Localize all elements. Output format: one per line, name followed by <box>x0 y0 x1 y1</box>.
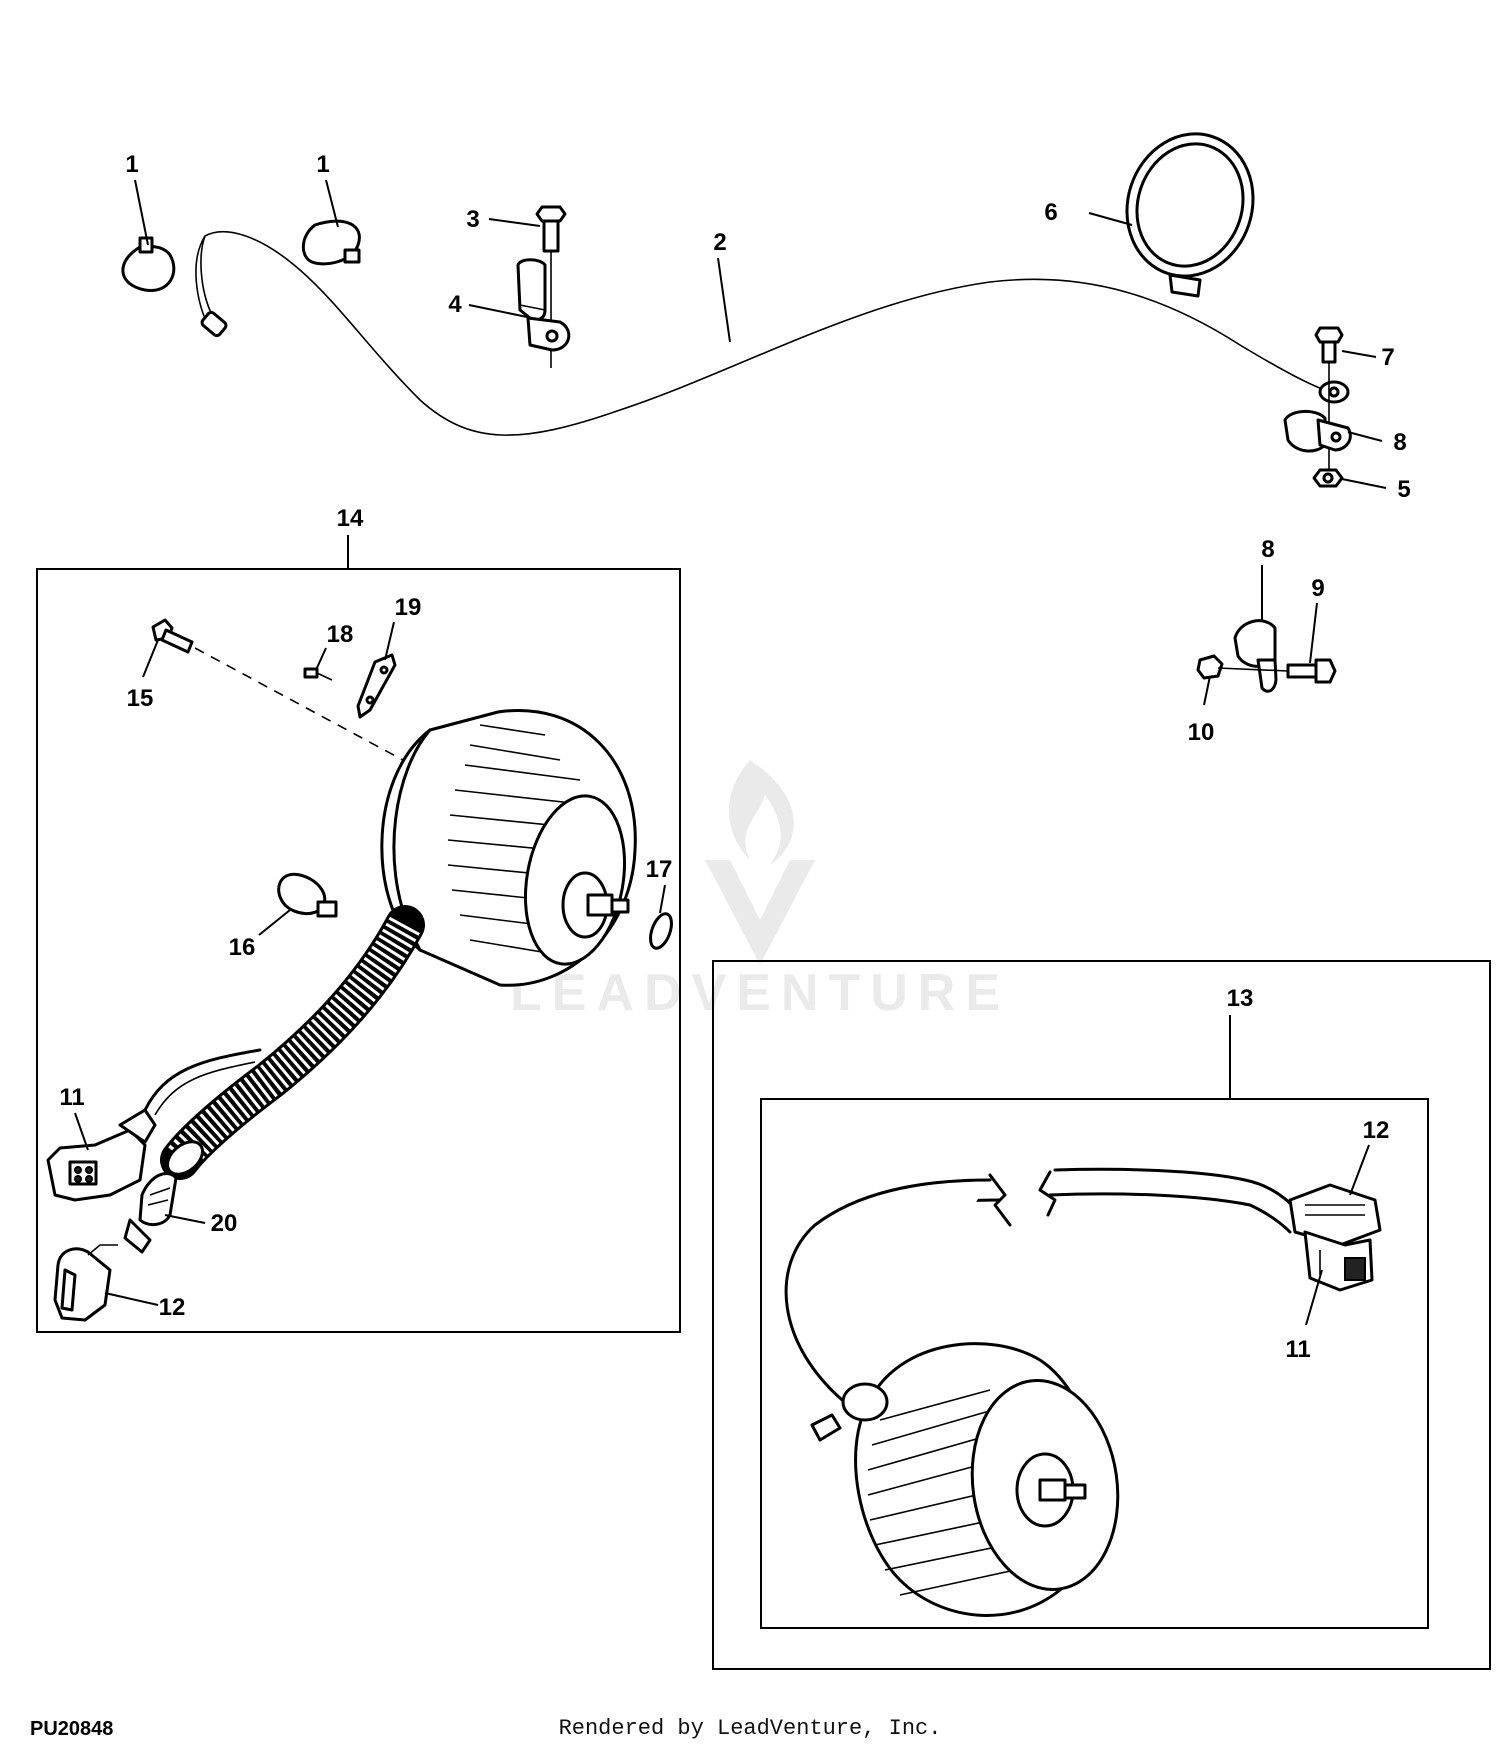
callout-6: 6 <box>1044 199 1057 226</box>
callout-20: 20 <box>211 1210 238 1237</box>
bolt-15 <box>151 618 194 654</box>
callout-11a: 11 <box>59 1084 84 1111</box>
bolt-7 <box>1314 326 1344 364</box>
nut-5 <box>1312 468 1344 488</box>
nut-10 <box>1196 654 1224 680</box>
callout-9: 9 <box>1311 575 1324 602</box>
callout-19: 19 <box>395 594 422 621</box>
blower-motor-13 <box>810 1342 1120 1617</box>
clamp-4 <box>516 258 571 352</box>
callout-1a: 1 <box>125 151 138 178</box>
callout-17: 17 <box>646 856 673 883</box>
clip-8-bottom <box>1233 619 1278 693</box>
callout-11b: 11 <box>1285 1336 1310 1363</box>
watermark-text: LEADVENTURE <box>510 964 1010 1022</box>
figure-id: PU20848 <box>30 1718 114 1740</box>
watermark: LEADVENTURE <box>510 760 1010 1022</box>
callout-15: 15 <box>127 685 154 712</box>
cable-tie-1a <box>121 236 176 292</box>
o-ring-17 <box>649 912 673 950</box>
assembly-box-13-inner <box>760 1098 1429 1629</box>
leader-lines <box>74 179 1387 1326</box>
corrugated-conduit <box>160 905 425 1180</box>
connector-12-left <box>53 1244 118 1322</box>
harness-cable <box>195 230 1331 436</box>
cable-tie-1b <box>301 219 361 266</box>
screw-18 <box>303 667 333 681</box>
callout-13: 13 <box>1227 985 1254 1012</box>
render-credit: Rendered by LeadVenture, Inc. <box>558 1716 942 1741</box>
connector-12-right <box>1288 1183 1382 1247</box>
bolt-3 <box>535 205 567 253</box>
wire-harness-13 <box>784 1167 1302 1407</box>
harness-cable-end <box>200 235 213 316</box>
callout-2: 2 <box>713 229 726 256</box>
band-clamp-6 <box>1125 132 1255 298</box>
assembly-box-14 <box>36 568 681 1333</box>
callout-labels: 1 1 2 3 4 5 6 7 8 8 9 10 11 11 12 12 13 … <box>59 151 1410 1363</box>
callout-16: 16 <box>229 934 256 961</box>
callout-12b: 12 <box>1363 1117 1390 1144</box>
clip-8-top <box>1283 410 1352 453</box>
callout-8b: 8 <box>1261 536 1274 563</box>
harness-terminal-left <box>200 310 228 338</box>
clip-16 <box>277 872 338 918</box>
connector-11-right <box>1303 1230 1374 1292</box>
callout-5: 5 <box>1397 476 1410 503</box>
connector-11-left <box>46 1108 157 1202</box>
harness-terminal-right <box>1318 380 1350 404</box>
callout-12a: 12 <box>159 1294 186 1321</box>
callout-14: 14 <box>337 505 364 532</box>
bolt-9 <box>1286 658 1337 684</box>
assembly-box-13 <box>712 960 1491 1670</box>
callout-3: 3 <box>466 206 479 233</box>
callout-18: 18 <box>327 621 354 648</box>
callout-4: 4 <box>448 291 462 318</box>
plate-19 <box>356 653 397 719</box>
callout-10: 10 <box>1188 719 1215 746</box>
blower-motor-14 <box>380 709 637 987</box>
callout-1b: 1 <box>316 151 329 178</box>
callout-8a: 8 <box>1393 429 1406 456</box>
callout-7: 7 <box>1381 344 1394 371</box>
bolt-9-axis <box>1217 667 1289 672</box>
